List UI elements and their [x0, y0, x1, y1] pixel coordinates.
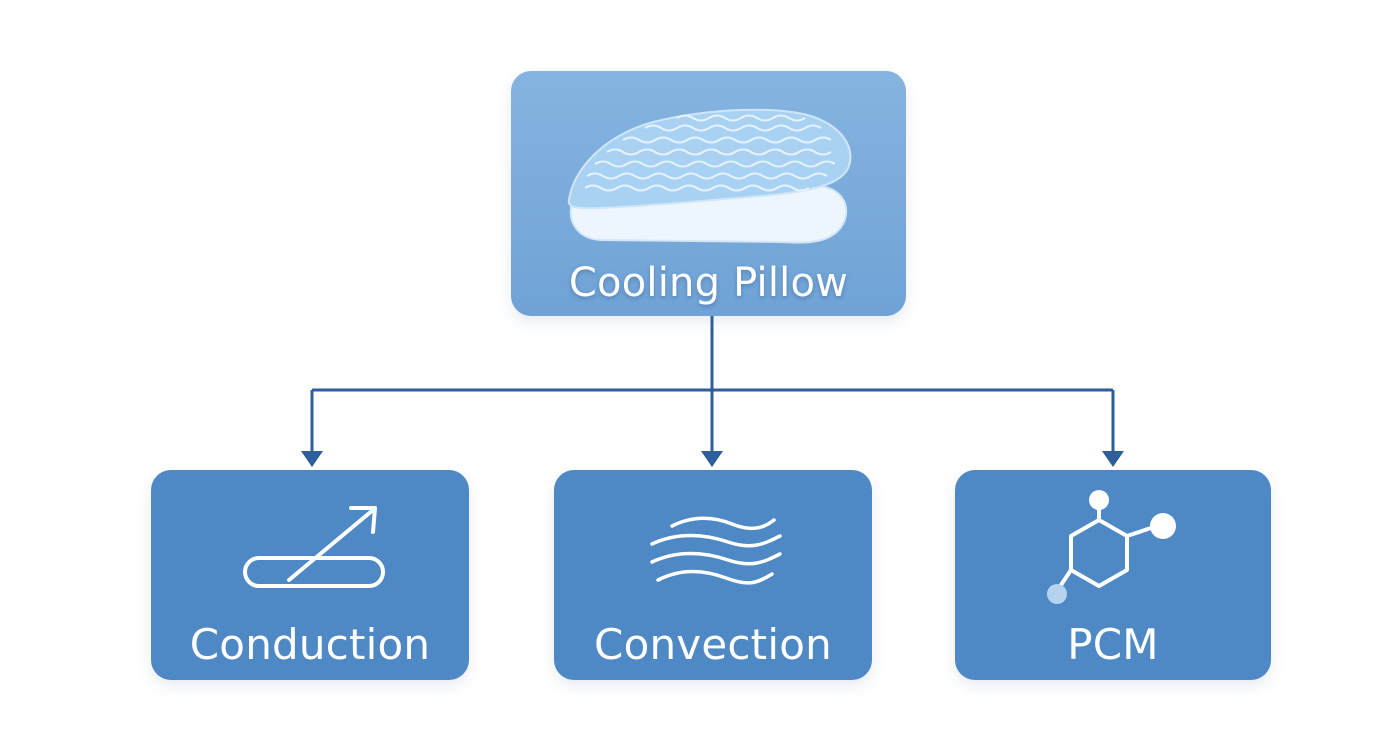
- child-node-convection: Convection: [554, 470, 872, 680]
- root-node-cooling-pillow: Cooling Pillow: [511, 71, 906, 316]
- arrowhead-right: [1102, 451, 1124, 467]
- arrowhead-left: [301, 451, 323, 467]
- child-label-convection: Convection: [594, 620, 832, 669]
- wavy-lines-icon: [650, 516, 782, 585]
- child-label-pcm: PCM: [1067, 620, 1159, 669]
- conduction-arrow-icon: [243, 506, 385, 588]
- child-node-conduction: Conduction: [151, 470, 469, 680]
- arrowhead-center: [701, 451, 723, 467]
- molecule-icon: [1047, 490, 1176, 604]
- root-label: Cooling Pillow: [568, 260, 849, 306]
- child-label-conduction: Conduction: [189, 620, 431, 669]
- pillow-icon: [567, 108, 852, 244]
- child-node-pcm: PCM: [955, 470, 1271, 680]
